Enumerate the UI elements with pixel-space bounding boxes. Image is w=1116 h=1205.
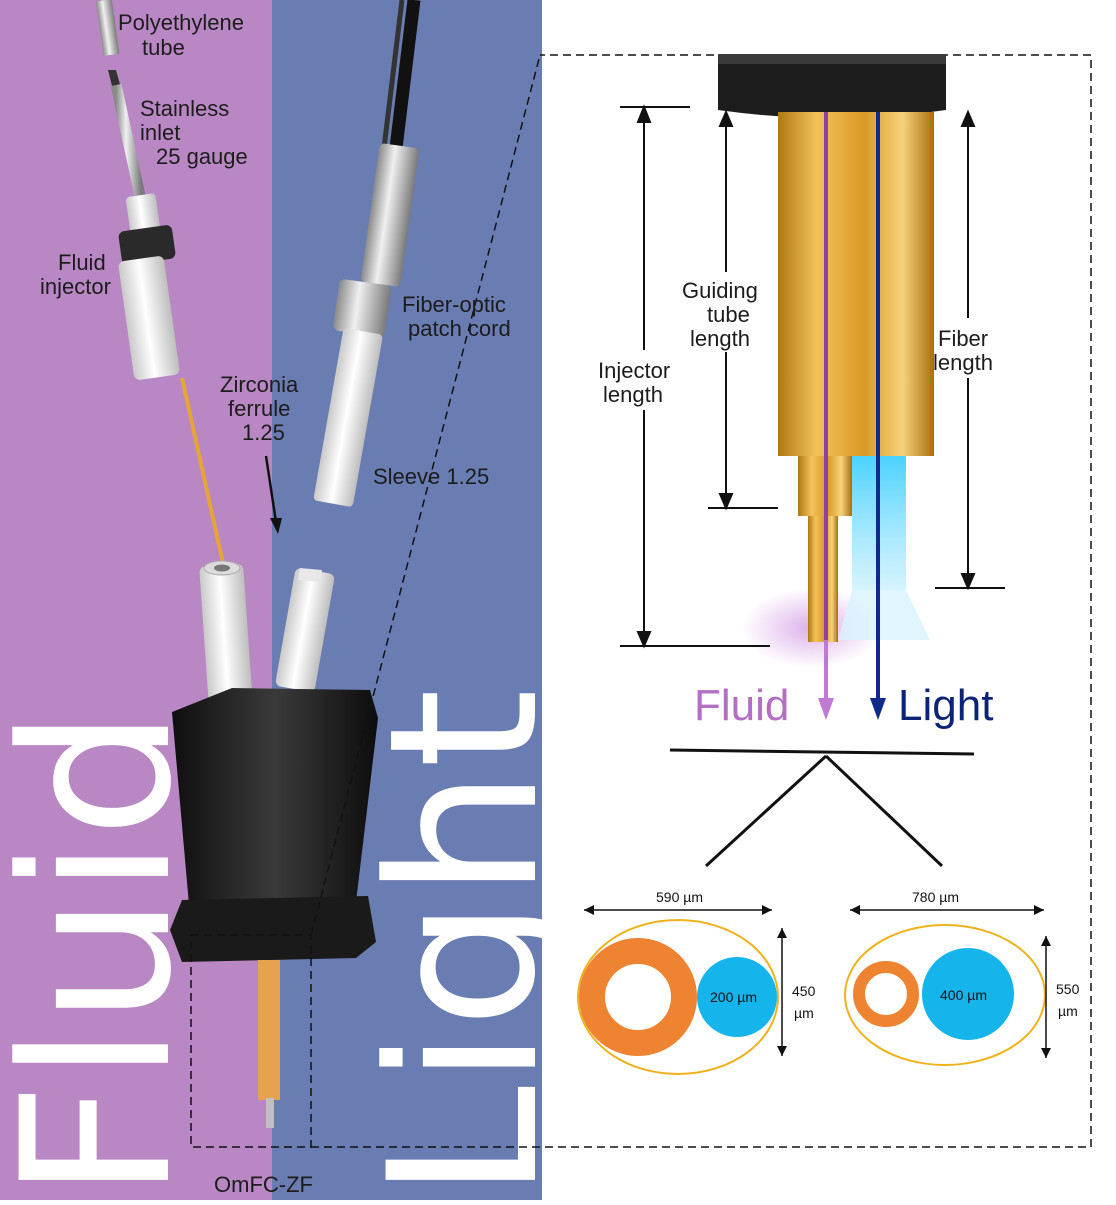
label-fiber-length: Fiber length: [933, 326, 994, 375]
probe-detail: [718, 54, 946, 720]
label-polyethylene-tube: Polyethylene tube: [118, 10, 250, 60]
surface-line: [669, 748, 975, 756]
cross-section-1-height: 450 µm: [792, 983, 819, 1021]
cross-section-2-height: 550 µm: [1056, 981, 1083, 1019]
cross-section-1-width: 590 µm: [656, 889, 703, 905]
cross-section-2-core: 400 µm: [940, 987, 987, 1003]
big-word-light: Light: [346, 688, 584, 1200]
label-sleeve: Sleeve 1.25: [373, 464, 489, 489]
label-product-code: OmFC-ZF: [214, 1172, 313, 1197]
ferrule-pointer-arrow: [264, 455, 278, 523]
label-zirconia-ferrule: Zirconia ferrule 1.25: [220, 372, 304, 445]
cross-section-1-core: 200 µm: [710, 989, 757, 1005]
label-stainless-inlet: Stainless inlet 25 gauge: [140, 96, 248, 169]
dimension-lines: [620, 104, 1005, 649]
fiber-optic-patch-cord: [313, 0, 421, 507]
label-guiding-tube-length: Guiding tube length: [682, 278, 764, 351]
label-fluid-injector: Fluid injector: [40, 250, 112, 299]
output-light-label: Light: [898, 681, 993, 730]
zoom-source-box: [190, 934, 312, 1148]
label-injector-length: Injector length: [598, 358, 676, 407]
output-fluid-label: Fluid: [694, 681, 789, 730]
cross-section-1: 590 µm 200 µm 450 µm: [577, 889, 819, 1075]
zoom-connector-line: [310, 54, 541, 936]
branch-line-right: [824, 754, 944, 868]
fluid-injector-assembly: [95, 0, 226, 569]
cross-section-2-width: 780 µm: [912, 889, 959, 905]
label-fiber-optic-patch-cord: Fiber-optic patch cord: [402, 292, 512, 341]
branch-line-left: [704, 754, 828, 868]
cross-section-2: 780 µm 400 µm 550 µm: [844, 889, 1083, 1066]
omfc-connector: [170, 560, 378, 1128]
